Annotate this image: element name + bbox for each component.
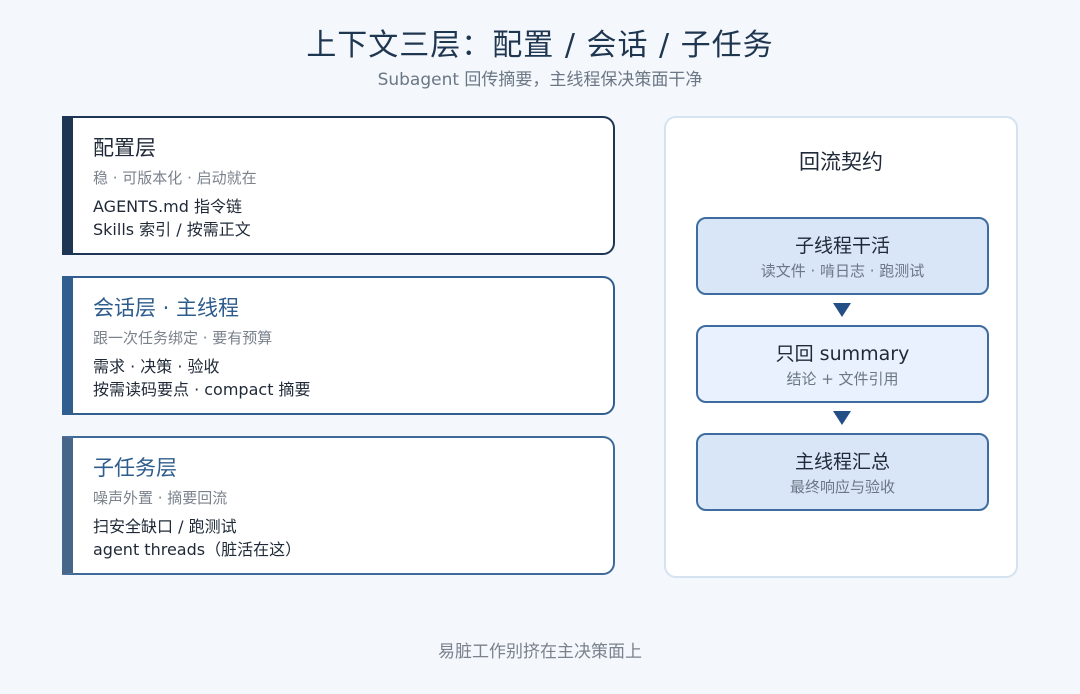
subtask-layer-tags: 噪声外置 · 摘要回流: [93, 489, 228, 507]
contract-panel: 回流契约 子线程干活 读文件 · 啃日志 · 跑测试 只回 summary 结论…: [664, 116, 1018, 578]
session-layer-card: 会话层 · 主线程 跟一次任务绑定 · 要有预算 需求 · 决策 · 验收 按需…: [62, 276, 615, 415]
config-layer-tags: 稳 · 可版本化 · 启动就在: [93, 169, 257, 187]
subtask-layer-line: agent threads（脏活在这）: [93, 540, 302, 559]
step-desc: 结论 + 文件引用: [786, 370, 899, 388]
page-subtitle: Subagent 回传摘要，主线程保决策面干净: [377, 70, 703, 90]
session-layer-tags: 跟一次任务绑定 · 要有预算: [93, 329, 273, 347]
config-layer-title: 配置层: [93, 136, 156, 160]
step-summary-only: 只回 summary 结论 + 文件引用: [696, 325, 989, 403]
subtask-layer-title: 子任务层: [93, 456, 177, 480]
arrow-down-icon: [833, 303, 851, 317]
subtask-layer-card: 子任务层 噪声外置 · 摘要回流 扫安全缺口 / 跑测试 agent threa…: [62, 436, 615, 575]
arrow-down-icon: [833, 411, 851, 425]
config-layer-line: AGENTS.md 指令链: [93, 197, 242, 216]
config-layer-line: Skills 索引 / 按需正文: [93, 220, 251, 239]
config-layer-card: 配置层 稳 · 可版本化 · 启动就在 AGENTS.md 指令链 Skills…: [62, 116, 615, 255]
step-desc: 最终响应与验收: [789, 478, 895, 496]
session-layer-line: 需求 · 决策 · 验收: [93, 357, 220, 376]
session-layer-line: 按需读码要点 · compact 摘要: [93, 380, 311, 399]
step-title: 主线程汇总: [794, 451, 890, 473]
subtask-layer-line: 扫安全缺口 / 跑测试: [93, 517, 237, 536]
session-layer-title: 会话层 · 主线程: [93, 296, 240, 320]
footer-note: 易脏工作别挤在主决策面上: [438, 642, 642, 662]
step-title: 子线程干活: [794, 235, 890, 257]
page-title: 上下文三层：配置 / 会话 / 子任务: [306, 28, 774, 63]
contract-title: 回流契约: [799, 150, 883, 174]
step-desc: 读文件 · 啃日志 · 跑测试: [760, 262, 925, 280]
step-subthread-work: 子线程干活 读文件 · 啃日志 · 跑测试: [696, 217, 989, 295]
step-mainthread-aggregate: 主线程汇总 最终响应与验收: [696, 433, 989, 511]
step-title: 只回 summary: [775, 343, 910, 365]
